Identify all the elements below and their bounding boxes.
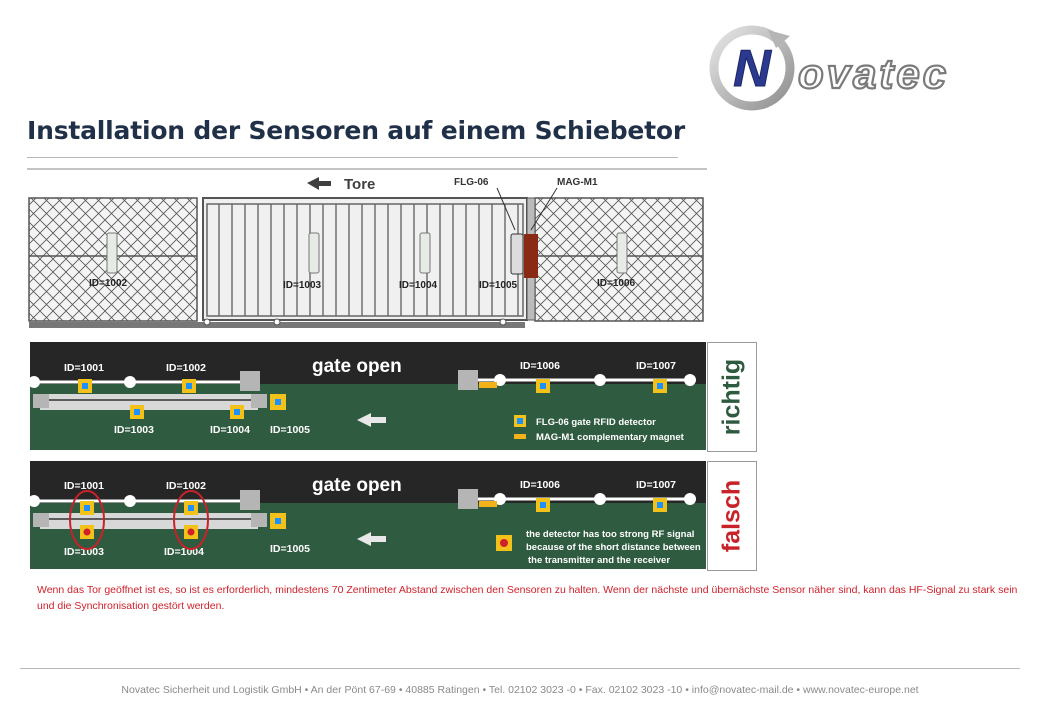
- id-label: ID=1005: [270, 424, 310, 436]
- diagram-title: gate open: [312, 475, 402, 496]
- id-label: ID=1003: [114, 424, 154, 436]
- sensor-1005: ID=1005: [270, 513, 310, 555]
- sensor-1006: ID=1006: [520, 360, 560, 393]
- id-label: ID=1006: [520, 479, 560, 491]
- installation-note: Wenn das Tor geöffnet ist es, so ist es …: [37, 584, 1018, 612]
- correct-label-box: richtig: [707, 342, 757, 452]
- sensor-1002: ID=1002: [166, 362, 206, 393]
- id-label: ID=1002: [166, 480, 206, 492]
- gate-direction-label: Tore: [344, 176, 375, 193]
- correct-label: richtig: [717, 358, 746, 436]
- warning-line: because of the short distance between: [526, 542, 701, 553]
- sensor-1007: ID=1007: [636, 360, 676, 393]
- id-label: ID=1001: [64, 362, 104, 374]
- sensor-1004: ID=1004: [210, 405, 250, 436]
- problem-highlight: [69, 490, 105, 550]
- logo-letter: N: [733, 40, 772, 98]
- sensor-1003: ID=1003: [64, 525, 104, 558]
- legend-magnet: MAG-M1 complementary magnet: [536, 432, 685, 443]
- sensor-id-label: ID=1006: [597, 278, 636, 289]
- diagram-wrong: gate open ID=1001 ID=1003 ID=1002 ID=100…: [30, 461, 706, 569]
- id-label: ID=1001: [64, 480, 104, 492]
- page-title: Installation der Sensoren auf einem Schi…: [27, 116, 686, 145]
- gate-sensor-1004: ID=1004: [399, 232, 438, 291]
- wrong-label-box: falsch: [707, 461, 757, 571]
- flg-label: FLG-06: [454, 177, 489, 188]
- gate-sensor-1002: ID=1002: [89, 232, 128, 289]
- footer-contact: Novatec Sicherheit und Logistik GmbH • A…: [121, 684, 919, 696]
- direction-arrow-icon: [307, 177, 331, 190]
- id-label: ID=1007: [636, 479, 676, 491]
- sensor-1007: ID=1007: [636, 479, 676, 512]
- logo-wordmark: ovatec: [798, 50, 949, 97]
- sliding-gate-illustration: Tore FLG-06 MAG-M1 ID=1002 ID=1003 ID=10…: [27, 168, 707, 331]
- legend-magnet-icon: [514, 434, 526, 439]
- sensor-id-label: ID=1005: [479, 280, 518, 291]
- id-label: ID=1004: [210, 424, 250, 436]
- warning-line: the detector has too strong RF signal: [526, 529, 694, 540]
- sensor-1001: ID=1001: [64, 362, 104, 393]
- gate-sensor-1005: ID=1005: [479, 233, 538, 291]
- gate-sensor-1003: ID=1003: [283, 232, 322, 291]
- footer-divider: [20, 668, 1020, 669]
- left-arrow-icon: [357, 413, 386, 427]
- sensor-1005: ID=1005: [270, 394, 310, 436]
- sensor-id-label: ID=1003: [283, 280, 322, 291]
- mag-label: MAG-M1: [557, 177, 598, 188]
- gate-sensor-1006: ID=1006: [597, 232, 636, 289]
- id-label: ID=1006: [520, 360, 560, 372]
- diagram-correct: gate open ID=1001 ID=1002 ID=1003 ID=100…: [30, 342, 706, 450]
- problem-highlight: [173, 490, 209, 550]
- novatec-logo: N ovatec: [709, 25, 949, 111]
- sensor-1006: ID=1006: [520, 479, 560, 512]
- sensor-1001: ID=1001: [64, 480, 104, 515]
- wrong-label: falsch: [717, 479, 746, 553]
- id-label: ID=1003: [64, 546, 104, 558]
- warning-line: the transmitter and the receiver: [528, 555, 670, 566]
- left-arrow-icon: [357, 532, 386, 546]
- sensor-1002: ID=1002: [166, 480, 206, 515]
- sensor-1004: ID=1004: [164, 525, 204, 558]
- sensor-id-label: ID=1004: [399, 280, 438, 291]
- title-divider: [27, 157, 678, 158]
- legend-detector: FLG-06 gate RFID detector: [536, 417, 656, 428]
- sensor-id-label: ID=1002: [89, 278, 128, 289]
- diagram-title: gate open: [312, 356, 402, 377]
- sensor-1003: ID=1003: [114, 405, 154, 436]
- id-label: ID=1007: [636, 360, 676, 372]
- id-label: ID=1005: [270, 543, 310, 555]
- id-label: ID=1002: [166, 362, 206, 374]
